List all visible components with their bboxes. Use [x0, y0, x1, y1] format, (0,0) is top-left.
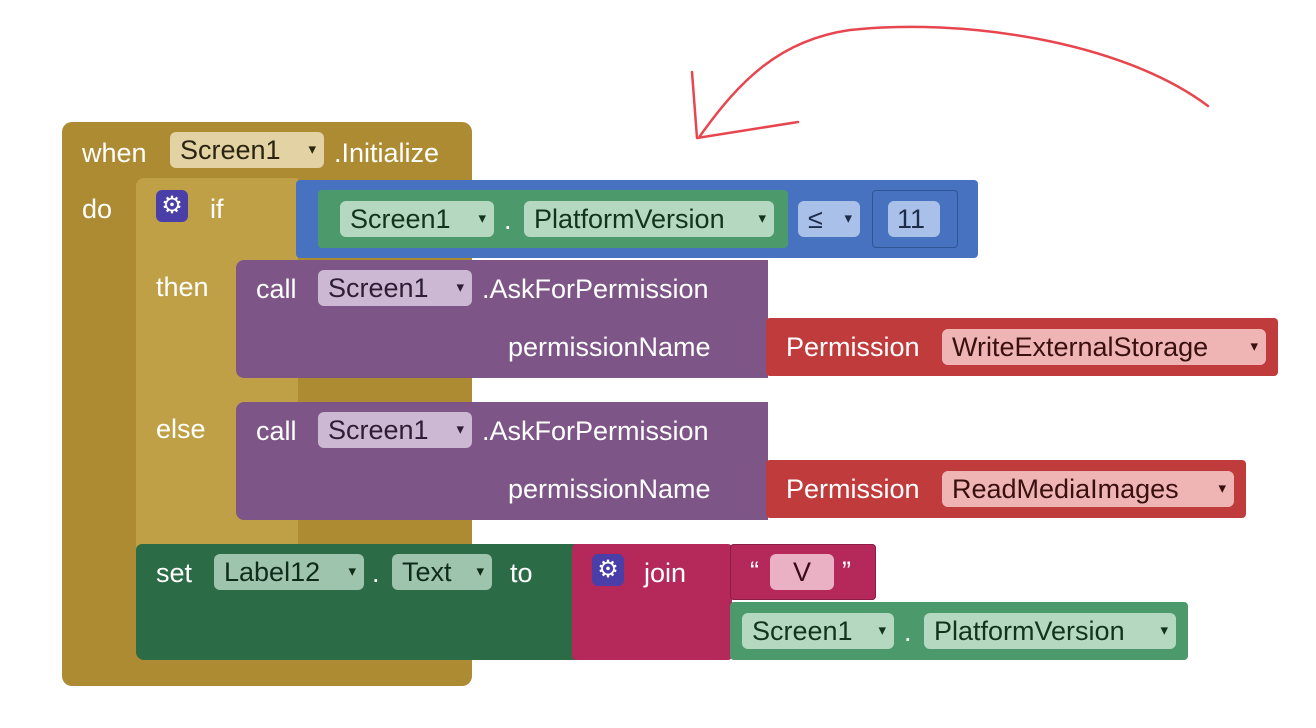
- chevron-down-icon: ▾: [456, 421, 464, 438]
- permission-dropdown-then[interactable]: WriteExternalStorage ▾: [942, 329, 1266, 365]
- string-value-field[interactable]: V: [770, 554, 834, 590]
- when-label: when: [82, 138, 147, 168]
- number-block[interactable]: 11: [872, 190, 958, 248]
- ask-permission-call-then[interactable]: call Screen1 ▾ .AskForPermission permiss…: [236, 260, 768, 378]
- permission-block-else[interactable]: Permission ReadMediaImages ▾: [766, 460, 1246, 518]
- set-label-text-block[interactable]: set Label12 ▾ . Text ▾ to: [136, 544, 576, 660]
- chevron-down-icon: ▾: [476, 563, 484, 580]
- set-label: set: [156, 558, 193, 588]
- chevron-down-icon: ▾: [456, 279, 464, 296]
- string-close-quote: ”: [842, 556, 851, 586]
- chevron-down-icon: ▾: [478, 210, 486, 227]
- platform-version-getter-2[interactable]: Screen1 ▾ . PlatformVersion ▾: [730, 602, 1188, 660]
- ask-permission-call-else[interactable]: call Screen1 ▾ .AskForPermission permiss…: [236, 402, 768, 520]
- chevron-down-icon: ▾: [1250, 338, 1258, 355]
- permission-block-then[interactable]: Permission WriteExternalStorage ▾: [766, 318, 1278, 376]
- else-label: else: [156, 414, 206, 444]
- param-label: permissionName: [508, 474, 711, 504]
- gear-icon[interactable]: ⚙: [592, 554, 624, 586]
- call-label: call: [256, 274, 297, 304]
- permission-dropdown-else[interactable]: ReadMediaImages ▾: [942, 471, 1234, 507]
- permission-label: Permission: [786, 332, 920, 362]
- event-name: .Initialize: [334, 138, 440, 168]
- do-label: do: [82, 194, 113, 224]
- join-property-dropdown[interactable]: PlatformVersion ▾: [924, 613, 1176, 649]
- chevron-down-icon: ▾: [1160, 622, 1168, 639]
- join-block[interactable]: ⚙ join: [572, 544, 732, 660]
- text-string-block[interactable]: “ V ”: [730, 544, 876, 600]
- dot-separator: .: [372, 558, 380, 588]
- param-label: permissionName: [508, 332, 711, 362]
- then-component-dropdown[interactable]: Screen1 ▾: [318, 270, 472, 306]
- chevron-down-icon: ▾: [1218, 480, 1226, 497]
- method-name: .AskForPermission: [482, 274, 709, 304]
- permission-label: Permission: [786, 474, 920, 504]
- number-value-field[interactable]: 11: [888, 201, 940, 237]
- setter-component-dropdown[interactable]: Label12 ▾: [214, 554, 364, 590]
- chevron-down-icon: ▾: [878, 622, 886, 639]
- join-component-dropdown[interactable]: Screen1 ▾: [742, 613, 894, 649]
- gear-icon[interactable]: ⚙: [156, 190, 188, 222]
- platform-version-getter[interactable]: Screen1 ▾ . PlatformVersion ▾: [318, 190, 788, 248]
- if-label: if: [210, 194, 224, 224]
- then-label: then: [156, 272, 209, 302]
- call-label: call: [256, 416, 297, 446]
- setter-property-dropdown[interactable]: Text ▾: [392, 554, 492, 590]
- chevron-down-icon: ▾: [844, 210, 852, 227]
- dot-separator: .: [904, 617, 912, 647]
- chevron-down-icon: ▾: [758, 210, 766, 227]
- condition-component-dropdown[interactable]: Screen1 ▾: [340, 201, 494, 237]
- method-name: .AskForPermission: [482, 416, 709, 446]
- else-component-dropdown[interactable]: Screen1 ▾: [318, 412, 472, 448]
- dot-separator: .: [504, 205, 512, 235]
- condition-property-dropdown[interactable]: PlatformVersion ▾: [524, 201, 774, 237]
- to-label: to: [510, 558, 533, 588]
- string-open-quote: “: [750, 556, 759, 586]
- join-label: join: [644, 558, 687, 588]
- compare-operator-dropdown[interactable]: ≤ ▾: [798, 201, 860, 237]
- chevron-down-icon: ▾: [348, 563, 356, 580]
- event-component-dropdown[interactable]: Screen1 ▾: [170, 132, 324, 168]
- chevron-down-icon: ▾: [308, 141, 316, 158]
